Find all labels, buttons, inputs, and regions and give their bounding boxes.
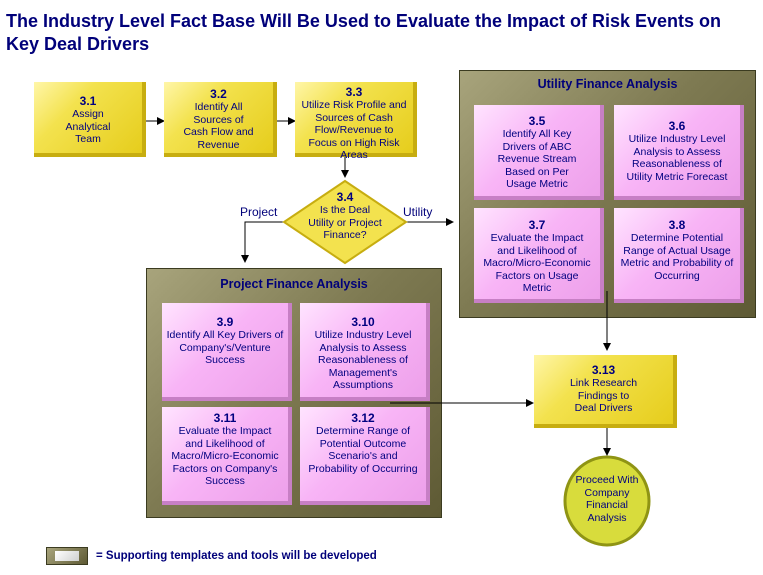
step-3-13-num: 3.13 (591, 363, 616, 377)
step-3-2: 3.2 Identify All Sources of Cash Flow an… (164, 82, 277, 157)
step-3-5: 3.5 Identify All Key Drivers of ABC Reve… (474, 105, 604, 200)
step-3-9-num: 3.9 (216, 315, 234, 329)
end-step: Proceed With Company Financial Analysis (575, 474, 639, 524)
branch-label-project: Project (240, 205, 278, 219)
step-3-5-num: 3.5 (528, 114, 546, 128)
step-3-4-num: 3.4 (336, 190, 354, 204)
step-3-6-num: 3.6 (668, 119, 686, 133)
step-3-11-num: 3.11 (213, 411, 237, 425)
step-3-11: 3.11 Evaluate the Impact and Likelihood … (162, 407, 292, 505)
end-oval (563, 455, 651, 547)
step-3-3-text: Utilize Risk Profile and Sources of Cash… (301, 99, 407, 161)
step-3-7: 3.7 Evaluate the Impact and Likelihood o… (474, 208, 604, 303)
step-3-7-num: 3.7 (528, 218, 546, 232)
step-3-12-num: 3.12 (351, 411, 375, 425)
step-3-8: 3.8 Determine Potential Range of Actual … (614, 208, 744, 303)
legend-text: = Supporting templates and tools will be… (96, 550, 377, 562)
step-3-6-text: Utilize Industry Level Analysis to Asses… (626, 133, 728, 183)
step-3-10-num: 3.10 (351, 315, 375, 329)
decision-diamond (282, 179, 408, 265)
step-3-8-text: Determine Potential Range of Actual Usag… (620, 232, 734, 282)
step-3-2-text: Identify All Sources of Cash Flow and Re… (183, 101, 254, 151)
step-3-1-num: 3.1 (79, 94, 97, 108)
arrow-34-project (241, 221, 286, 263)
step-3-4: 3.4 Is the Deal Utility or Project Finan… (300, 190, 390, 250)
page-title: The Industry Level Fact Base Will Be Use… (6, 11, 722, 54)
step-3-3: 3.3 Utilize Risk Profile and Sources of … (295, 82, 417, 161)
step-3-3-num: 3.3 (345, 85, 363, 99)
utility-panel-title: Utility Finance Analysis (537, 77, 678, 91)
step-3-10-text: Utilize Industry Level Analysis to Asses… (314, 329, 412, 391)
step-3-4-text: Is the Deal Utility or Project Finance? (308, 204, 382, 241)
step-3-5-text: Identify All Key Drivers of ABC Revenue … (497, 128, 577, 190)
legend-swatch (46, 547, 88, 565)
step-3-6: 3.6 Utilize Industry Level Analysis to A… (614, 105, 744, 200)
step-3-13-text: Link Research Findings to Deal Drivers (569, 377, 638, 414)
step-3-9: 3.9 Identify All Key Drivers of Company'… (162, 303, 292, 401)
project-panel-title: Project Finance Analysis (220, 277, 368, 291)
step-3-1-text: Assign Analytical Team (65, 108, 111, 145)
branch-label-utility: Utility (403, 205, 433, 219)
step-3-8-num: 3.8 (668, 218, 686, 232)
step-3-1: 3.1 Assign Analytical Team (34, 82, 146, 157)
step-3-13: 3.13 Link Research Findings to Deal Driv… (534, 355, 677, 428)
step-3-11-text: Evaluate the Impact and Likelihood of Ma… (171, 425, 279, 487)
step-3-2-num: 3.2 (210, 87, 227, 101)
step-3-10: 3.10 Utilize Industry Level Analysis to … (300, 303, 430, 401)
step-3-7-text: Evaluate the Impact and Likelihood of Ma… (483, 232, 591, 294)
step-3-12: 3.12 Determine Range of Potential Outcom… (300, 407, 430, 505)
step-3-9-text: Identify All Key Drivers of Company's/Ve… (166, 329, 284, 366)
step-3-12-text: Determine Range of Potential Outcome Sce… (308, 425, 418, 475)
